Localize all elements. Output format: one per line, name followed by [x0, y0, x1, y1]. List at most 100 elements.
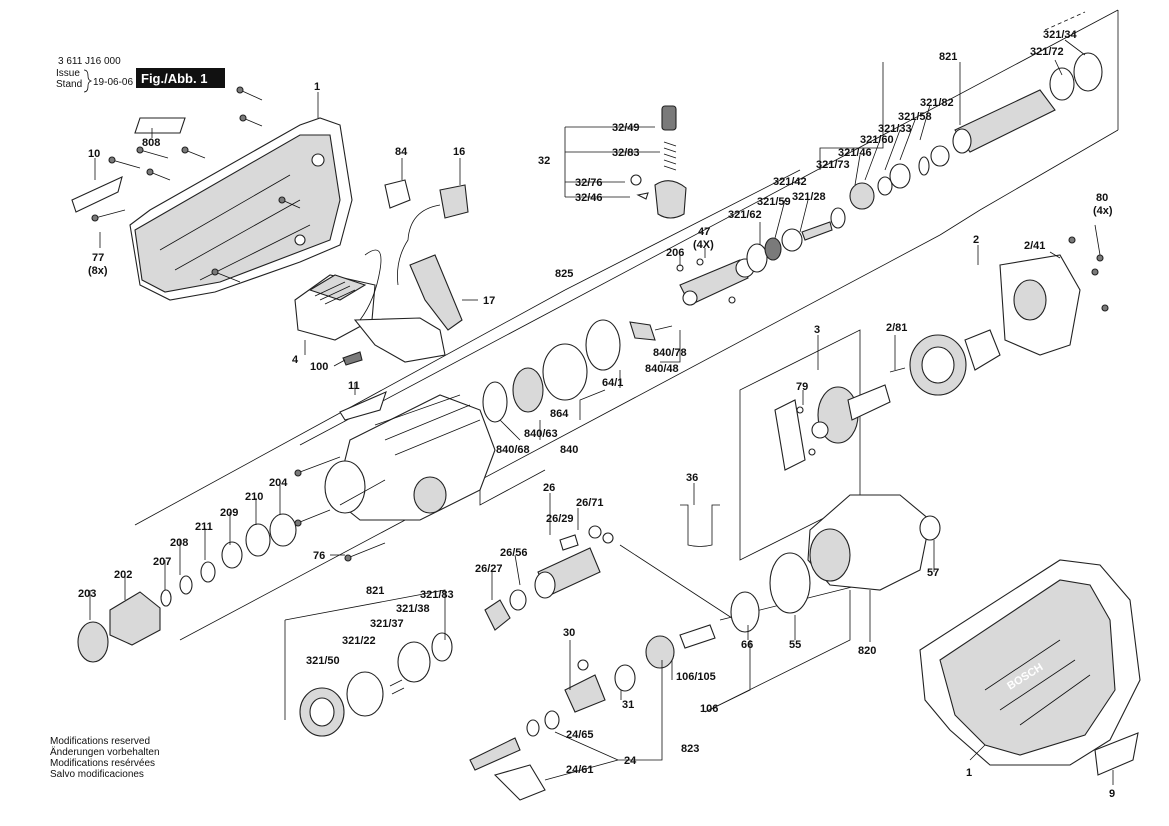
callout-17: 17 — [483, 295, 495, 307]
callout-1-top: 1 — [314, 81, 320, 93]
callout-66: 66 — [741, 639, 753, 651]
callout-206: 206 — [666, 247, 684, 259]
callout-210: 210 — [245, 491, 263, 503]
callout-821-bottom: 821 — [366, 585, 384, 597]
front-chuck-parts — [77, 513, 297, 663]
spring-sleeve-32 — [630, 105, 687, 219]
callout-321-50: 321/50 — [306, 655, 340, 667]
switch-84 — [384, 179, 411, 209]
callout-76: 76 — [313, 550, 325, 562]
callout-2-41: 2/41 — [1024, 240, 1045, 252]
screws-77 — [91, 86, 301, 283]
callout-840-48: 840/48 — [645, 363, 679, 375]
callout-26-29: 26/29 — [546, 513, 574, 525]
housing-shell-bottom: BOSCH — [919, 559, 1141, 776]
callout-9: 9 — [1109, 788, 1115, 800]
part-100 — [342, 351, 363, 366]
callout-321-72: 321/72 — [1030, 46, 1064, 58]
screws-76-204 — [294, 456, 386, 562]
callout-80-qty: (4x) — [1093, 205, 1113, 217]
callout-207: 207 — [153, 556, 171, 568]
clip-36 — [680, 504, 720, 547]
hammer-mechanism-26 — [484, 525, 614, 631]
callout-2: 2 — [973, 234, 979, 246]
callout-32: 32 — [538, 155, 550, 167]
bracket-840-78 — [629, 321, 656, 341]
callout-321-83: 321/83 — [420, 589, 454, 601]
stand-label: Stand — [56, 79, 82, 90]
callout-11: 11 — [348, 380, 360, 392]
label-9 — [1094, 732, 1139, 776]
stator-2 — [889, 236, 1109, 396]
callout-864: 864 — [550, 408, 569, 420]
callout-209: 209 — [220, 507, 238, 519]
callout-47: 47 — [698, 226, 710, 238]
callout-211: 211 — [195, 521, 213, 533]
callout-840: 840 — [560, 444, 578, 456]
issue-date: 19-06-06 — [93, 77, 133, 88]
header-brace — [83, 69, 93, 93]
callout-64-1: 64/1 — [602, 377, 623, 389]
callout-825: 825 — [555, 268, 573, 280]
callout-321-60: 321/60 — [860, 134, 894, 146]
callout-32-76: 32/76 — [575, 177, 603, 189]
callout-321-22: 321/22 — [342, 635, 376, 647]
callout-26-71: 26/71 — [576, 497, 604, 509]
fig-label-box — [136, 68, 225, 88]
callout-77: 77 — [92, 252, 104, 264]
callout-321-28: 321/28 — [792, 191, 826, 203]
callout-24-61: 24/61 — [566, 764, 594, 776]
callout-204: 204 — [269, 477, 288, 489]
callout-32-83: 32/83 — [612, 147, 640, 159]
callout-3: 3 — [814, 324, 820, 336]
doc-number: 3 611 J16 000 — [58, 56, 121, 67]
callout-1-bottom: 1 — [966, 767, 972, 779]
callout-26-27: 26/27 — [475, 563, 503, 575]
callout-321-82: 321/82 — [920, 97, 954, 109]
gear-housing-840 — [324, 394, 496, 521]
callout-47-qty: (4X) — [693, 239, 714, 251]
callout-208: 208 — [170, 537, 188, 549]
label-808 — [134, 117, 186, 134]
note-en: Modifications reserved — [50, 736, 150, 747]
leader-lines — [89, 39, 1114, 785]
callout-321-62: 321/62 — [728, 209, 762, 221]
callout-32-49: 32/49 — [612, 122, 640, 134]
callout-26-56: 26/56 — [500, 547, 528, 559]
bracket-32 — [564, 126, 660, 198]
note-fr: Modifications resérvées — [50, 758, 155, 769]
callout-840-68: 840/68 — [496, 444, 530, 456]
callout-820: 820 — [858, 645, 876, 657]
callout-321-42: 321/42 — [773, 176, 807, 188]
callout-202: 202 — [114, 569, 132, 581]
callout-84: 84 — [395, 146, 408, 158]
callout-106: 106 — [700, 703, 718, 715]
callout-32-46: 32/46 — [575, 192, 603, 204]
note-de: Änderungen vorbehalten — [50, 746, 160, 758]
callout-16: 16 — [453, 146, 465, 158]
issue-label: Issue — [56, 68, 80, 79]
label-10 — [71, 176, 123, 213]
fig-label: Fig./Abb. 1 — [141, 71, 207, 86]
armature-3 — [774, 384, 891, 471]
callout-321-58: 321/58 — [898, 111, 932, 123]
cable-16 — [397, 204, 441, 286]
callout-321-33: 321/33 — [878, 123, 912, 135]
note-es: Salvo modificaciones — [50, 769, 144, 780]
callout-24-65: 24/65 — [566, 729, 594, 741]
callout-106-105: 106/105 — [676, 671, 716, 683]
trigger-17 — [409, 254, 463, 331]
callout-203: 203 — [78, 588, 96, 600]
hammer-tube-parts — [676, 52, 1103, 306]
callout-823: 823 — [681, 743, 699, 755]
callout-321-34: 321/34 — [1043, 29, 1078, 41]
gears-30-31-823 — [469, 624, 716, 801]
modifications-note: Modifications reserved Änderungen vorbeh… — [50, 736, 160, 780]
electronics-module — [294, 249, 446, 363]
callout-36: 36 — [686, 472, 698, 484]
callout-321-38: 321/38 — [396, 603, 430, 615]
gear-housing-820 — [730, 494, 941, 633]
callout-321-59: 321/59 — [757, 196, 791, 208]
callout-808: 808 — [142, 137, 160, 149]
label-11 — [339, 391, 387, 421]
